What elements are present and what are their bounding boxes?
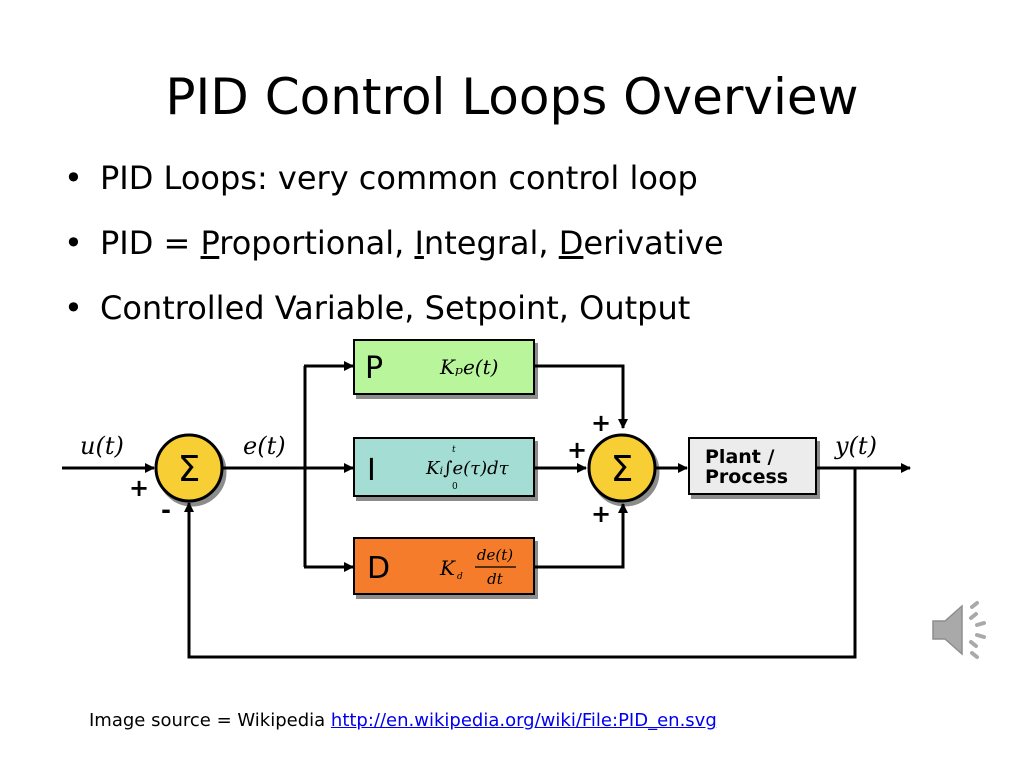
output-label: y(t) bbox=[834, 432, 877, 460]
feedback-line bbox=[184, 468, 857, 659]
image-source-label: Image source = Wikipedia bbox=[89, 710, 331, 731]
d-box-k: K bbox=[439, 556, 456, 580]
plant-box-line2: Process bbox=[705, 466, 788, 488]
d-to-sum2 bbox=[534, 503, 628, 569]
d-box-sub: d bbox=[457, 572, 463, 582]
d-box-numerator: de(t) bbox=[477, 546, 513, 564]
sum2-plus-bottom: + bbox=[591, 500, 611, 528]
bullet-text-part: roportional, bbox=[219, 224, 415, 262]
bullet-list: • PID Loops: very common control loop • … bbox=[64, 158, 724, 353]
p-box-formula: Kₚe(t) bbox=[439, 355, 498, 379]
bullet-dot: • bbox=[64, 159, 83, 197]
i-box bbox=[353, 437, 535, 497]
bullet-item: • PID Loops: very common control loop bbox=[64, 158, 724, 198]
sum-symbol-2: Σ bbox=[611, 449, 634, 490]
image-source-link[interactable]: http://en.wikipedia.org/wiki/File:PID_en… bbox=[330, 710, 717, 731]
bullet-text-part: PID = bbox=[100, 224, 201, 262]
p-to-sum2 bbox=[534, 364, 628, 429]
sum1-minus: - bbox=[161, 496, 171, 524]
sum-symbol-1: Σ bbox=[178, 449, 201, 490]
bullet-text-part: ntegral, bbox=[423, 224, 559, 262]
speaker-icon[interactable] bbox=[928, 598, 996, 662]
i-box-lower-limit: 0 bbox=[452, 482, 458, 492]
d-box-letter: D bbox=[367, 551, 390, 586]
image-source-caption: Image source = Wikipedia http://en.wikip… bbox=[89, 709, 717, 733]
bullet-item: • PID = Proportional, Integral, Derivati… bbox=[64, 223, 724, 263]
bullet-dot: • bbox=[64, 289, 83, 327]
bullet-text: Controlled Variable, Setpoint, Output bbox=[100, 289, 691, 327]
slide-title: PID Control Loops Overview bbox=[165, 68, 859, 126]
bullet-item: • Controlled Variable, Setpoint, Output bbox=[64, 288, 724, 328]
bullet-text: PID Loops: very common control loop bbox=[100, 159, 698, 197]
i-box-letter: I bbox=[367, 453, 376, 488]
p-box bbox=[353, 339, 535, 395]
bullet-text-part: erivative bbox=[583, 224, 724, 262]
error-label: e(t) bbox=[243, 432, 286, 460]
plant-box bbox=[688, 437, 817, 495]
d-box-denominator: dt bbox=[487, 570, 504, 588]
i-box-formula: Kᵢ∫e(τ)dτ bbox=[425, 458, 510, 479]
bullet-underlined-letter: P bbox=[200, 224, 220, 262]
sum2-plus-top: + bbox=[591, 409, 611, 437]
bullet-dot: • bbox=[64, 224, 83, 262]
i-box-upper-limit: t bbox=[452, 445, 456, 455]
input-label: u(t) bbox=[80, 432, 124, 460]
sum2-plus-left: + bbox=[567, 436, 587, 464]
sum1-plus: + bbox=[129, 474, 149, 502]
p-box-letter: P bbox=[365, 351, 383, 386]
bullet-underlined-letter: I bbox=[414, 224, 424, 262]
bullet-underlined-letter: D bbox=[558, 224, 584, 262]
plant-box-line1: Plant / bbox=[705, 446, 774, 468]
